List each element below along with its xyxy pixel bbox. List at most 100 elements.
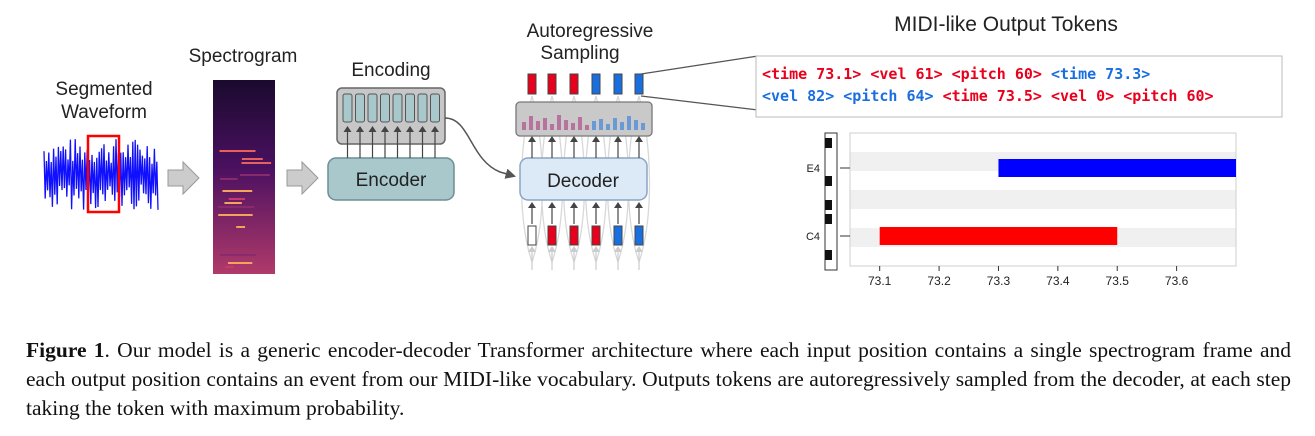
decoder-arrow-head — [548, 202, 556, 208]
black-key — [825, 250, 832, 260]
input-arrow-head — [548, 246, 556, 252]
decoder-arrow-head — [570, 202, 578, 208]
softmax-bar — [585, 125, 589, 130]
encoder-label: Encoder — [356, 170, 427, 191]
decoder-arrows — [528, 136, 643, 270]
softmax-bar — [522, 122, 526, 130]
x-tick-label: 73.5 — [1106, 274, 1130, 288]
encoder-arrow-head — [418, 126, 427, 132]
decoder-label: Decoder — [547, 171, 619, 192]
connector-line-bottom — [640, 95, 759, 111]
output-token — [591, 73, 601, 95]
encoder-arrow-head — [381, 126, 389, 132]
decoder-out-arrow-head — [635, 136, 643, 142]
piano-roll-frame — [849, 132, 1237, 267]
midi-token: <vel 0> — [1042, 87, 1114, 105]
softmax-bar — [606, 124, 610, 130]
input-token — [547, 225, 557, 246]
y-tick-label: E4 — [807, 163, 820, 175]
encoder-arrow-head — [393, 126, 402, 132]
midi-token: <pitch 64> — [834, 87, 933, 105]
encoder-block — [327, 157, 455, 201]
softmax-bar — [536, 121, 540, 130]
encoder-to-decoder-arrow — [444, 117, 517, 179]
spectrogram-band — [224, 202, 242, 204]
output-token-row — [527, 73, 644, 95]
midi-token: <pitch 60> — [1114, 87, 1213, 105]
output-token — [634, 73, 644, 95]
softmax-bar — [613, 118, 617, 130]
caption-label: Figure 1 — [26, 338, 105, 362]
decoder-block — [519, 157, 648, 201]
midi-token: <vel 61> — [861, 65, 942, 83]
softmax-bar — [543, 118, 547, 130]
input-arrow-head — [592, 246, 600, 252]
decoder-out-arrow-head — [548, 136, 556, 142]
output-tokens-title: MIDI-like Output Tokens — [894, 13, 1118, 36]
input-arrow-head — [528, 246, 536, 252]
spectrogram-band — [225, 266, 235, 268]
midi-token: <time 73.3> — [1042, 65, 1150, 83]
y-tick-label: C4 — [806, 231, 820, 243]
spectrogram-band — [241, 162, 272, 164]
black-key — [825, 200, 832, 210]
softmax-box — [515, 101, 653, 137]
spectrogram-bands — [218, 150, 272, 268]
decoder-arrow-head — [592, 202, 600, 208]
softmax-bar — [627, 116, 631, 130]
midi-token: <pitch 60> — [943, 65, 1042, 83]
sampling-label-line2: Sampling — [540, 43, 619, 64]
input-arrow-head — [570, 246, 578, 252]
encoder-arrow-head — [343, 126, 352, 132]
spectrogram-band — [219, 150, 256, 152]
spectrogram-band — [222, 190, 253, 192]
input-token — [569, 225, 579, 246]
black-key — [825, 176, 832, 186]
input-token — [591, 225, 601, 246]
spectrogram-band — [220, 178, 238, 180]
spectrogram — [213, 80, 275, 274]
decoder-out-arrow-head — [614, 136, 622, 142]
x-tick-label: 73.2 — [927, 274, 951, 288]
input-token — [527, 225, 537, 246]
encoding-cells — [342, 93, 440, 123]
encoding-cell — [380, 93, 390, 123]
spectrogram-band — [236, 226, 246, 228]
spectrogram-band — [219, 254, 256, 256]
caption-text: . Our model is a generic encoder-decoder… — [26, 338, 1291, 420]
spectrogram-band — [218, 214, 253, 216]
decoder-arrow-head — [614, 202, 622, 208]
encoding-label: Encoding — [351, 60, 430, 81]
black-key — [825, 214, 832, 224]
encoding-cell — [392, 93, 403, 123]
softmax-bar — [571, 123, 575, 130]
segmented-waveform — [43, 139, 159, 210]
decoder-arrow-head — [635, 202, 643, 208]
encoding-cell — [342, 93, 353, 123]
input-arrow-head — [635, 246, 643, 252]
waveform-label-line2: Waveform — [61, 102, 147, 123]
token-line-1: <time 73.1> <vel 61> <pitch 60> <time 73… — [762, 65, 1150, 83]
token-box — [755, 55, 1283, 118]
sampling-label-line1: Autoregressive — [527, 21, 654, 42]
midi-token: <vel 82> — [762, 87, 834, 105]
decoder-arrow-head — [528, 202, 536, 208]
encoding-cell — [417, 93, 428, 123]
decoder-out-arrow-head — [528, 136, 536, 142]
decoder-out-arrow-head — [592, 136, 600, 142]
black-key — [825, 138, 832, 148]
softmax-bar — [550, 124, 554, 130]
figure-caption: Figure 1. Our model is a generic encoder… — [26, 336, 1291, 423]
note-bar — [998, 159, 1236, 177]
diagram: Segmented Waveform Spectrogram Encoding … — [43, 13, 1283, 288]
softmax-bar — [599, 119, 603, 130]
piano-roll-row — [850, 190, 1236, 209]
softmax-bar — [620, 122, 624, 130]
output-token — [569, 73, 579, 95]
x-tick-label: 73.3 — [987, 274, 1011, 288]
encoding-cell — [430, 93, 440, 123]
input-arrow-head — [614, 246, 622, 252]
spectrogram-band — [227, 262, 253, 264]
softmax-bar — [557, 115, 561, 130]
softmax-bar — [592, 121, 596, 130]
